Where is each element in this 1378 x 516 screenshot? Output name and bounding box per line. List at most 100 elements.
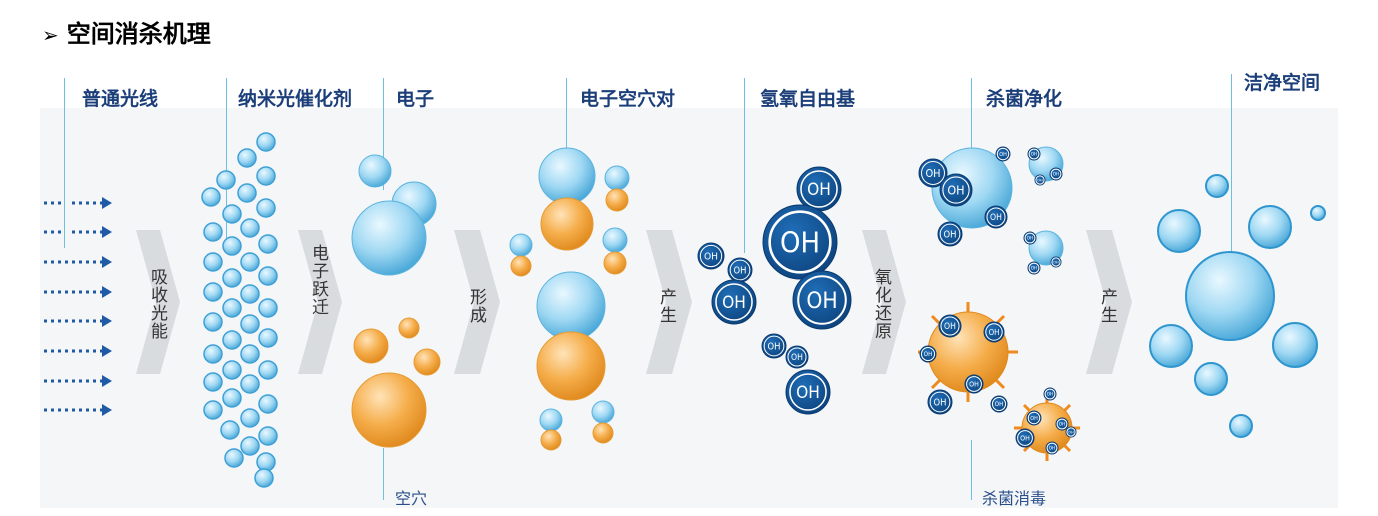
light-ray-arrow	[44, 404, 112, 416]
oh-radical: OH	[1055, 417, 1069, 431]
oh-radical: OH	[1050, 256, 1062, 268]
oh-radical: OH	[796, 166, 842, 212]
oh-radical: OH	[785, 345, 809, 369]
svg-text:OH: OH	[1047, 392, 1053, 398]
oh-radical: OH	[990, 395, 1008, 413]
oh-radical: OH	[792, 270, 852, 330]
oh-radical: OH	[964, 374, 984, 394]
pointer-line	[383, 448, 385, 500]
catalyst-particle	[201, 187, 221, 207]
electron-hole-pairs	[509, 147, 630, 451]
catalyst-particle	[240, 408, 260, 428]
catalyst-particle	[258, 394, 278, 414]
catalyst-particle	[222, 298, 242, 318]
oh-radical: OH	[983, 321, 1005, 343]
catalyst-particle	[256, 132, 276, 152]
oh-radical: OH	[919, 345, 937, 363]
oh-radical: OH	[1015, 428, 1035, 448]
oh-radical: OH	[1026, 410, 1042, 426]
svg-text:OH: OH	[796, 383, 820, 403]
catalyst-particle	[254, 468, 274, 488]
catalyst-particle	[222, 360, 242, 380]
transition-arrow	[1086, 230, 1132, 374]
oh-radical: OH	[937, 221, 963, 247]
catalyst-particle	[256, 452, 276, 472]
transition-arrow	[298, 230, 342, 374]
catalyst-particle	[220, 420, 240, 440]
pointer-line	[744, 78, 746, 253]
hole-label: 空穴	[395, 489, 428, 508]
stage-radical: 氢氧自由基	[760, 88, 856, 110]
catalyst-particle	[203, 344, 223, 364]
svg-text:OH: OH	[1049, 446, 1055, 452]
svg-text:OH: OH	[807, 180, 831, 200]
pointer-line	[566, 78, 568, 156]
catalyst-particle	[203, 252, 223, 272]
oh-radical: OH	[938, 314, 962, 338]
oh-radical: OH	[1049, 167, 1063, 181]
catalyst-particle	[240, 252, 260, 272]
pointer-line	[226, 78, 228, 238]
svg-text:OH: OH	[1020, 434, 1030, 443]
stage-pair: 电子空穴对	[580, 88, 676, 110]
oh-radical: OH	[762, 204, 838, 280]
svg-text:OH: OH	[1030, 416, 1038, 422]
svg-text:OH: OH	[1059, 422, 1065, 428]
catalyst-particle	[237, 148, 257, 168]
stage-sterilize: 杀菌净化	[986, 88, 1063, 110]
sterilize-label: 杀菌消毒	[982, 489, 1047, 508]
oh-radical: OH	[927, 389, 953, 415]
stage-catalyst: 纳米光催化剂	[238, 88, 353, 110]
nano-catalyst-cluster	[201, 132, 278, 488]
pointer-line	[383, 78, 385, 190]
svg-text:OH: OH	[995, 401, 1004, 408]
catalyst-particle	[258, 298, 278, 318]
svg-text:OH: OH	[944, 229, 957, 240]
catalyst-particle	[240, 344, 260, 364]
svg-text:OH: OH	[791, 353, 803, 363]
oh-radical: OH	[1027, 147, 1041, 161]
pointer-line	[971, 78, 973, 148]
electron-hole-group	[351, 154, 441, 448]
oh-radical: OH	[697, 242, 725, 270]
svg-text:OH: OH	[947, 182, 964, 197]
catalyst-particle	[222, 236, 242, 256]
svg-text:OH: OH	[924, 351, 933, 358]
clean-space-bubbles	[1149, 174, 1326, 438]
light-ray-arrow	[44, 345, 112, 357]
light-ray-arrow	[44, 315, 112, 327]
catalyst-particle	[258, 234, 278, 254]
catalyst-particle	[258, 426, 278, 446]
catalyst-particle	[258, 266, 278, 286]
catalyst-particle	[222, 204, 242, 224]
catalyst-particle	[222, 268, 242, 288]
catalyst-particle	[203, 312, 223, 332]
svg-text:OH: OH	[1068, 429, 1074, 434]
oh-radical: OH	[1027, 261, 1041, 275]
transition-label-absorb: 吸收光能	[147, 268, 167, 340]
catalyst-particle	[203, 282, 223, 302]
catalyst-particle	[258, 360, 278, 380]
title-text: 空间消杀机理	[66, 20, 211, 48]
light-ray-arrow	[44, 375, 112, 387]
svg-text:OH: OH	[1027, 236, 1033, 242]
oh-radical: OH	[785, 369, 831, 415]
svg-text:OH: OH	[1053, 259, 1059, 264]
oh-radical: OH	[939, 173, 973, 207]
light-ray-arrow	[44, 226, 112, 238]
svg-text:OH: OH	[1031, 152, 1037, 158]
transition-arrow	[646, 230, 692, 374]
catalyst-particle	[240, 218, 260, 238]
catalyst-particle	[240, 374, 260, 394]
svg-text:OH: OH	[944, 322, 956, 332]
light-rays	[44, 197, 112, 416]
oh-radical: OH	[995, 146, 1011, 162]
oh-radical: OH	[1034, 174, 1046, 186]
catalyst-particle	[256, 198, 276, 218]
catalyst-particle	[237, 183, 257, 203]
svg-text:OH: OH	[806, 288, 837, 314]
pointer-line	[64, 78, 66, 248]
svg-text:OH: OH	[999, 152, 1007, 158]
